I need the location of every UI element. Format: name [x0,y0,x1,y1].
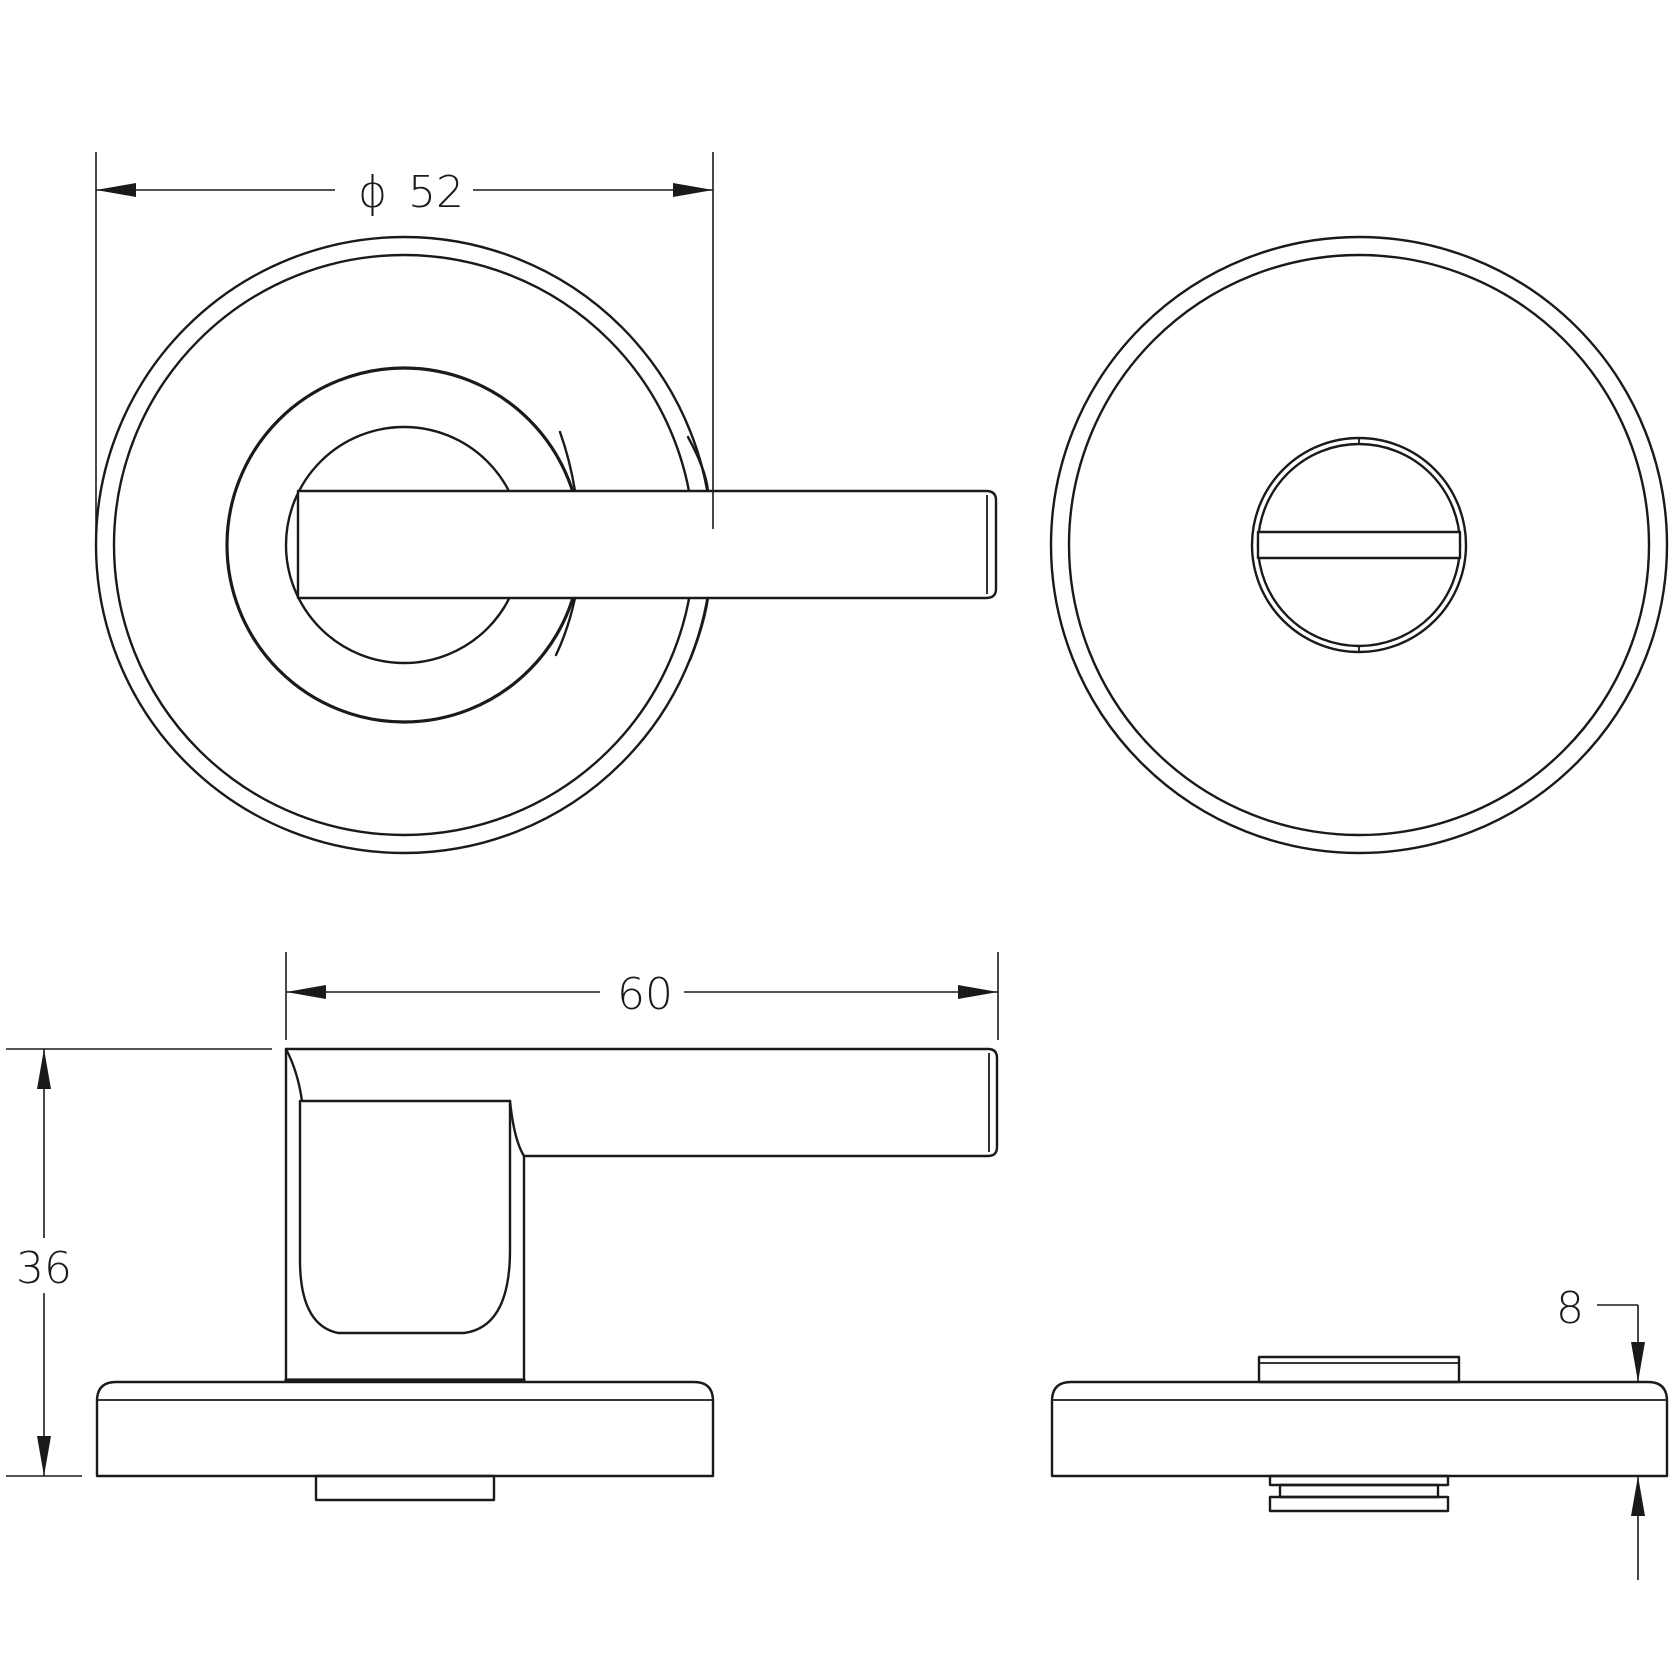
side-back-spindle-a [1268,1474,1450,1487]
dimension-diameter: ϕ 52 [95,152,714,545]
back-rose-inner-ring [1067,253,1651,837]
side-rose-plate [95,1380,715,1478]
boss-edge-upper [558,430,577,493]
side-view-lever [95,1047,999,1502]
dimension-overall-height: 36 [6,1048,272,1477]
arrowhead-60-right [958,985,998,999]
diameter-value: 52 [408,167,464,218]
arrowhead-left [96,183,136,197]
side-back-spindle-c [1268,1495,1450,1513]
boss-edge-lower [554,596,577,657]
arrowhead-36-bottom [37,1436,51,1476]
side-view-turn [1050,1355,1669,1513]
overall-height-value: 36 [16,1243,72,1294]
side-spindle-stub [314,1474,496,1502]
side-neck-inner-contour [298,1099,512,1335]
side-back-rose-plate [1050,1380,1669,1478]
lever-arm [296,489,998,600]
turn-slot [1256,530,1462,560]
arrowhead-8-top [1631,1342,1645,1382]
rose-edge-lower [688,596,710,662]
back-view-turn [1049,235,1669,855]
lever-length-value: 60 [617,969,673,1020]
arrowhead-8-bottom [1631,1476,1645,1516]
side-back-spindle-b [1278,1483,1440,1499]
dimension-lever-length: 60 [285,952,999,1040]
arrowhead-60-left [286,985,326,999]
arrowhead-36-top [37,1049,51,1089]
side-turn-knob [1257,1355,1461,1384]
front-view-lever [94,235,998,855]
arrowhead-right [673,183,713,197]
diameter-symbol: ϕ [358,167,387,218]
rose-edge-upper [686,435,710,493]
rose-thickness-value: 8 [1556,1283,1584,1334]
back-rose-outer-ring [1049,235,1669,855]
side-lever-arm [284,1047,999,1158]
dimension-rose-thickness: 8 [1556,1283,1645,1580]
